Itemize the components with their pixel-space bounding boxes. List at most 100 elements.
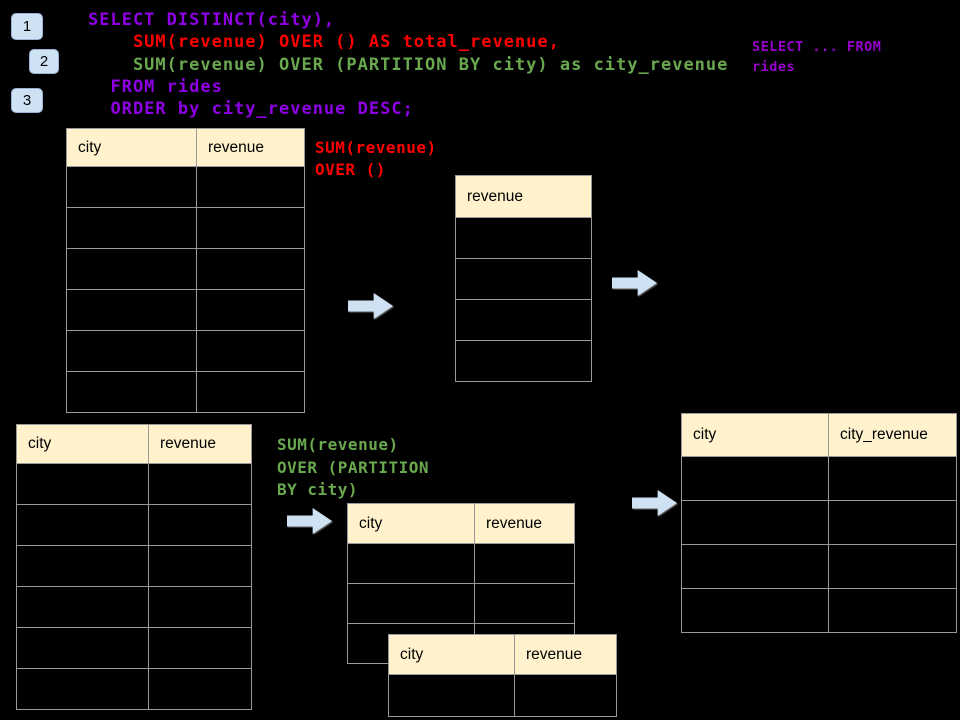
column-header-revenue: revenue [474,503,575,544]
table-cell-empty [148,586,252,628]
code-line: SUM(revenue) OVER () AS total_revenue, [88,32,560,53]
data-table: revenue [455,175,592,382]
table-cell-empty [681,456,829,501]
column-header-revenue: revenue [514,634,617,675]
table-row [455,340,592,382]
column-header-revenue: revenue [148,424,252,464]
code-line: OVER () [315,160,386,179]
table-row [66,330,305,372]
code-line: rides [752,59,796,75]
side-note: SELECT ... FROM rides [752,37,881,77]
table-cell-empty [828,500,957,545]
table-revenue-only: revenue [455,175,592,382]
table-row [16,504,252,546]
table-row [16,463,252,505]
table-cell-empty [148,504,252,546]
table-cell-empty [66,289,197,331]
table-cell-empty [347,543,475,584]
table-row [66,248,305,290]
table-cell-empty [196,371,305,413]
arrow-right-shape [348,293,393,319]
table-cell-empty [16,504,149,546]
column-header-city: city [66,128,197,167]
table-row [455,258,592,300]
table-cell-empty [455,217,592,259]
code-line: SELECT DISTINCT(city), [88,10,336,30]
column-header-revenue: revenue [196,128,305,167]
code-line: FROM rides [88,76,223,97]
column-header-city_revenue: city_revenue [828,413,957,457]
code-line: SUM(revenue) OVER (PARTITION BY city) as… [88,54,729,75]
table-row [681,544,957,589]
table-cell-empty [196,330,305,372]
column-header-revenue: revenue [455,175,592,218]
code-line: BY city) [277,480,359,500]
table-row [681,456,957,501]
table-cell-empty [474,583,575,624]
arrow-right-shape [612,270,657,296]
arrow-right-icon [612,270,657,296]
table-row [66,166,305,208]
table-cell-empty [828,544,957,589]
table-cell-empty [66,248,197,290]
table-cell-empty [681,588,829,633]
code-line: SELECT ... FROM [752,39,882,55]
table-row [66,207,305,249]
table-row [455,217,592,259]
table-cell-empty [514,674,617,717]
arrow-right-icon [632,490,677,516]
table-row [681,588,957,633]
table-cell-empty [196,248,305,290]
table-row [388,674,617,717]
table-cell-empty [474,543,575,584]
table-cell-empty [196,207,305,249]
table-cell-empty [66,207,197,249]
table-cell-empty [196,289,305,331]
table-cell-empty [16,586,149,628]
table-row [66,371,305,413]
table-row [347,543,575,584]
table-row [681,500,957,545]
code-line: SUM(revenue) [315,138,437,157]
table-cell-empty [148,668,252,710]
table-cell-empty [148,627,252,669]
arrow-right-icon [348,293,393,319]
table-cell-empty [828,456,957,501]
table-cell-empty [388,674,515,717]
table-cell-empty [828,588,957,633]
table-cell-empty [66,166,197,208]
table-cell-empty [347,583,475,624]
column-header-city: city [388,634,515,675]
table-row [16,586,252,628]
table-header-row: revenue [455,175,592,218]
column-header-city: city [681,413,829,457]
table-row [455,299,592,341]
table-cell-empty [16,545,149,587]
table-cell-empty [148,545,252,587]
table-cell-empty [681,544,829,589]
table-cell-empty [455,340,592,382]
step-badge-3: 3 [11,88,43,113]
table-cell-empty [681,500,829,545]
arrow-right-shape [632,490,677,516]
column-header-city: city [347,503,475,544]
column-header-city: city [16,424,149,464]
table-row [66,289,305,331]
table-row [16,545,252,587]
table-cell-empty [455,258,592,300]
table-cell-empty [455,299,592,341]
